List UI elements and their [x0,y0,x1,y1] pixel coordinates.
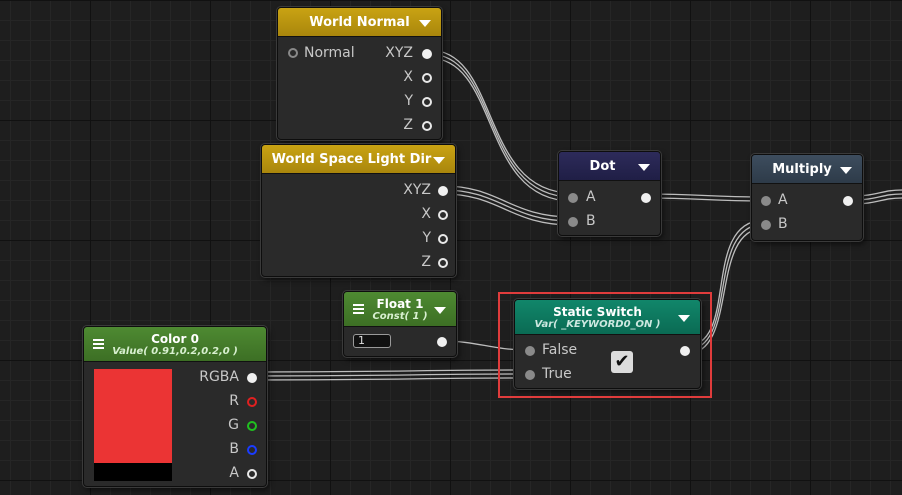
selection-highlight [498,292,712,398]
static-switch-title: Static Switch [553,305,642,319]
wire-switch-to-multiply-b [685,219,766,347]
light-dir-xyz-label: XYZ [403,182,431,198]
static-switch-true-label: True [542,366,572,382]
alpha-swatch [94,463,172,481]
world-normal-z-label: Z [403,117,413,133]
multiply-node[interactable]: Multiply A B [751,154,863,241]
multiply-output-port-icon[interactable] [843,196,853,206]
color-swatch[interactable] [94,369,172,463]
color0-a-label: A [229,465,239,481]
color0-b-label: B [229,441,239,457]
multiply-header[interactable]: Multiply [752,155,862,184]
dot-header[interactable]: Dot [559,152,660,181]
float1-node[interactable]: Float 1 Const( 1 ) 1 [343,291,457,357]
multiply-b-port-icon[interactable] [761,220,771,230]
normal-input-label: Normal [304,45,355,61]
world-normal-x-label: X [403,69,413,85]
color0-subtitle: Value( 0.91,0.2,0.2,0 ) [112,346,238,357]
dropdown-arrow-icon[interactable] [419,19,431,27]
color0-b-port-icon[interactable] [247,445,257,455]
dot-output-port-icon[interactable] [641,193,651,203]
dot-b-label: B [586,213,596,229]
light-dir-x-port-icon[interactable] [438,210,448,220]
color0-node[interactable]: Color 0 Value( 0.91,0.2,0.2,0 ) RGBA R G… [83,326,267,487]
world-normal-title: World Normal [309,15,410,30]
world-normal-z-port-icon[interactable] [422,121,432,131]
light-dir-xyz-port-icon[interactable] [438,186,448,196]
color0-g-label: G [228,417,239,433]
light-dir-y-label: Y [422,230,431,246]
menu-icon[interactable] [353,303,364,316]
world-normal-header[interactable]: World Normal [278,8,441,37]
static-switch-checkbox[interactable]: ✔ [611,351,633,373]
float1-value-input[interactable]: 1 [353,334,391,348]
static-switch-subtitle: Var( _KEYWORD0_ON ) [534,319,661,330]
static-switch-false-label: False [542,342,578,358]
world-normal-xyz-port-icon[interactable] [422,49,432,59]
color0-a-port-icon[interactable] [247,469,257,479]
world-normal-x-port-icon[interactable] [422,73,432,83]
dropdown-arrow-icon[interactable] [678,314,690,322]
color0-header[interactable]: Color 0 Value( 0.91,0.2,0.2,0 ) [84,327,266,362]
float1-title: Float 1 [376,297,424,311]
float1-output-port-icon[interactable] [437,337,447,347]
light-dir-z-label: Z [421,254,431,270]
light-dir-x-label: X [421,206,431,222]
world-normal-y-label: Y [404,93,413,109]
world-space-light-dir-node[interactable]: World Space Light Dir XYZ X Y Z [261,144,456,277]
color0-rgba-label: RGBA [199,369,239,385]
dropdown-arrow-icon[interactable] [840,166,852,174]
checkmark-icon: ✔ [614,351,630,372]
wire-worldnormal-to-dot-a [428,49,573,194]
wire-dot-to-multiply-a [645,193,766,198]
light-dir-title: World Space Light Dir [271,152,432,167]
dot-node[interactable]: Dot A B [558,151,661,236]
color0-r-port-icon[interactable] [247,397,257,407]
dot-title: Dot [589,159,616,174]
world-normal-y-port-icon[interactable] [422,97,432,107]
float1-subtitle: Const( 1 ) [372,311,428,322]
static-switch-header[interactable]: Static Switch Var( _KEYWORD0_ON ) [515,300,700,335]
wire-color-to-switch-true [249,369,530,373]
dropdown-arrow-icon[interactable] [433,156,445,164]
color0-rgba-port-icon[interactable] [247,373,257,383]
menu-icon[interactable] [93,338,104,351]
light-dir-z-port-icon[interactable] [438,258,448,268]
multiply-a-port-icon[interactable] [761,196,771,206]
world-normal-node[interactable]: World Normal Normal XYZ X Y Z [277,7,442,140]
float1-header[interactable]: Float 1 Const( 1 ) [344,292,456,327]
world-normal-xyz-label: XYZ [385,45,413,61]
light-dir-y-port-icon[interactable] [438,234,448,244]
multiply-title: Multiply [772,162,832,177]
multiply-a-label: A [778,192,788,208]
static-switch-output-port-icon[interactable] [680,346,690,356]
static-switch-false-port-icon[interactable] [525,346,535,356]
static-switch-true-port-icon[interactable] [525,370,535,380]
static-switch-node[interactable]: Static Switch Var( _KEYWORD0_ON ) False … [514,299,701,389]
dot-a-label: A [586,189,596,205]
light-dir-header[interactable]: World Space Light Dir [262,145,455,174]
multiply-b-label: B [778,216,788,232]
wire-lightdir-to-dot-b [442,185,573,218]
color0-r-label: R [229,393,239,409]
dropdown-arrow-icon[interactable] [434,306,446,314]
dropdown-arrow-icon[interactable] [638,163,650,171]
dot-b-port-icon[interactable] [568,217,578,227]
color0-g-port-icon[interactable] [247,421,257,431]
normal-input-port-icon[interactable] [288,48,298,58]
dot-a-port-icon[interactable] [568,193,578,203]
color0-title: Color 0 [151,332,199,346]
